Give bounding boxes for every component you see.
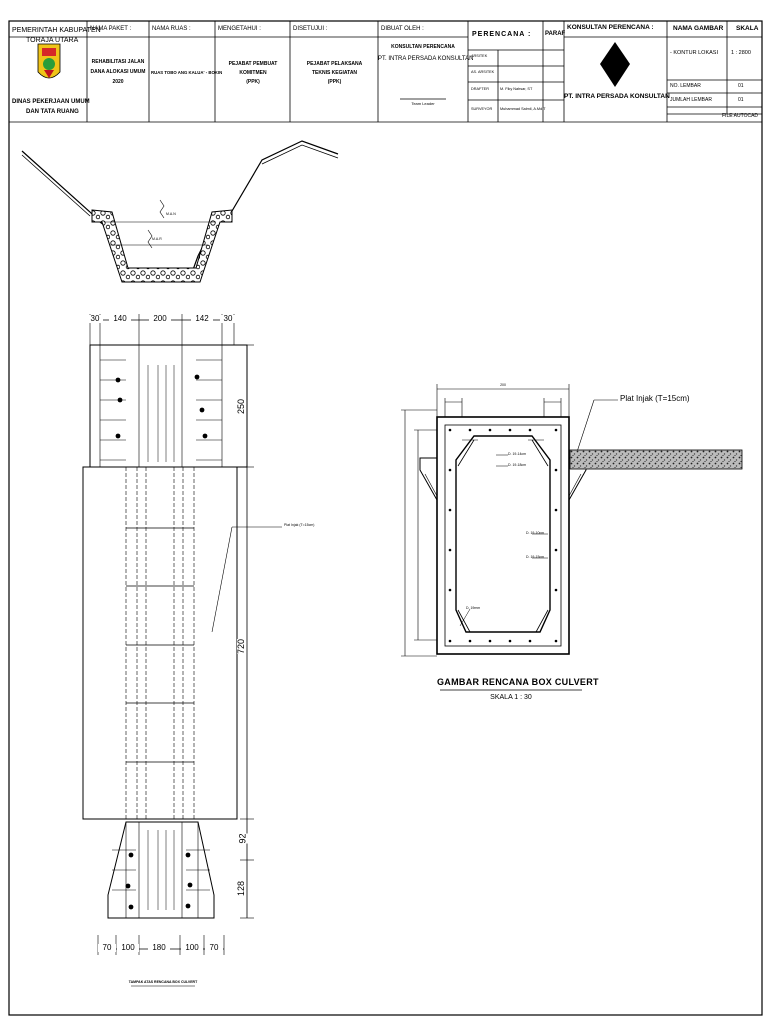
mengetahui-line1: PEJABAT PEMBUAT	[228, 61, 278, 67]
box-culvert-section	[401, 384, 618, 657]
konsultan-name: PT. INTRA PERSADA KONSULTAN	[564, 93, 670, 100]
agency-line1: DINAS PEKERJAAN UMUM	[12, 99, 90, 105]
rebar-label-4: D. 19-15cm	[526, 555, 545, 559]
skala-value: 1 : 2800	[731, 50, 751, 56]
no-lembar-value: 01	[738, 83, 744, 89]
file-label: FILE AUTOCAD	[722, 113, 759, 119]
plan-caption: TAMPAK ATAS RENCANA BOX CULVERT	[128, 980, 198, 984]
dim-right-2: 720	[236, 638, 247, 655]
anchor-bolts	[115, 374, 208, 910]
dibuat-role: Team Leader	[411, 101, 435, 106]
title-block	[9, 21, 762, 123]
section-scale: SKALA 1 : 30	[490, 694, 532, 701]
disetujui-label: DISETUJUI :	[293, 26, 328, 32]
approach-slab	[569, 449, 743, 470]
nama-gambar-value: - KONTUR LOKASI	[670, 50, 718, 56]
perencana-label: PERENCANA :	[472, 31, 532, 38]
dim-bottom-5: 70	[205, 944, 223, 952]
jumlah-lembar-value: 01	[738, 97, 744, 103]
nama-paket-label: NAMA PAKET :	[90, 26, 132, 32]
dim-right-3: 92	[237, 833, 248, 844]
section-plat-label: Plat Injak (T=15cm)	[620, 394, 690, 403]
dim-bottom-1: 70	[98, 944, 116, 952]
nama-gambar-label: NAMA GAMBAR	[673, 25, 724, 32]
name-drafter: M. Fiky Nahsar, ST	[500, 87, 533, 91]
dim-top-2: 140	[109, 315, 131, 323]
dim-bottom-2: 100	[117, 944, 139, 952]
rebar-label-2: D. 19-18cm	[508, 463, 527, 467]
rebar-label-3: D. 19-10cm	[526, 531, 545, 535]
paraf-label: PARAF	[545, 31, 566, 37]
nama-paket-line1: REHABILITASI JALAN	[91, 59, 145, 65]
agency-line2: DAN TATA RUANG	[26, 109, 79, 115]
role-surveyor: SURVEYOR	[471, 107, 493, 111]
konsultan-label: KONSULTAN PERENCANA :	[567, 24, 654, 31]
rebar-dots	[448, 428, 558, 643]
jumlah-lembar-label: JUMLAH LEMBAR	[670, 97, 712, 103]
mengetahui-label: MENGETAHUI :	[218, 26, 261, 32]
name-surveyor: Muhammad Salmil, A.Md.T	[500, 107, 546, 111]
owner-line1: PEMERINTAH KABUPATEN	[12, 27, 101, 34]
role-drafter: DRAFTER	[471, 87, 489, 91]
dibuat-line1: KONSULTAN PERENCANA	[391, 44, 455, 50]
nama-paket-line3: 2020	[112, 79, 124, 85]
no-lembar-label: NO. LEMBAR	[670, 83, 701, 89]
dibuat-label: DIBUAT OLEH :	[381, 26, 424, 32]
section-caption: GAMBAR RENCANA BOX CULVERT	[437, 677, 599, 687]
nama-ruas-value: RUAS TOBO ANG KALUA' - BOKIN	[151, 70, 223, 75]
disetujui-line3: (PPK)	[327, 79, 342, 85]
role-as-arsitek: AS. ARSITEK	[471, 70, 495, 74]
water-label-mar: M.A.R	[152, 237, 162, 241]
nama-ruas-label: NAMA RUAS :	[152, 26, 191, 32]
plan-callout: Plat Injak (T=15cm)	[284, 523, 315, 527]
rebar-label-1: D. 19-14cm	[508, 452, 527, 456]
rebar-label-5: D. 19mm	[466, 606, 481, 610]
mengetahui-line2: KOMITMEN	[239, 70, 267, 76]
channel-section	[21, 140, 339, 283]
mengetahui-line3: (PPK)	[246, 79, 260, 85]
dim-top-5: 30	[220, 315, 236, 323]
dim-bottom-3: 180	[148, 944, 170, 952]
dim-right-1: 250	[236, 398, 247, 415]
dim-top-3: 200	[149, 315, 171, 323]
disetujui-line2: TEKNIS KEGIATAN	[311, 70, 358, 76]
dim-top-4: 142	[191, 315, 213, 323]
disetujui-line1: PEJABAT PELAKSANA	[306, 61, 363, 67]
skala-label: SKALA	[736, 25, 759, 32]
nama-paket-line2: DANA ALOKASI UMUM	[90, 69, 146, 75]
consultant-logo	[600, 42, 630, 87]
sheet-border	[8, 20, 763, 1016]
dim-right-4: 128	[236, 880, 247, 897]
water-label-man: M.A.N	[166, 212, 176, 216]
section-dim-top: 200	[500, 383, 506, 387]
owner-line2: TORAJA UTARA	[26, 37, 79, 44]
regency-logo	[37, 43, 61, 79]
role-arsitek: ARSITEK	[471, 54, 488, 58]
dim-bottom-4: 100	[181, 944, 203, 952]
dibuat-line2: PT. INTRA PERSADA KONSULTAN	[378, 56, 474, 62]
box-culvert-plan	[82, 314, 282, 955]
dim-top-1: 30	[87, 315, 103, 323]
